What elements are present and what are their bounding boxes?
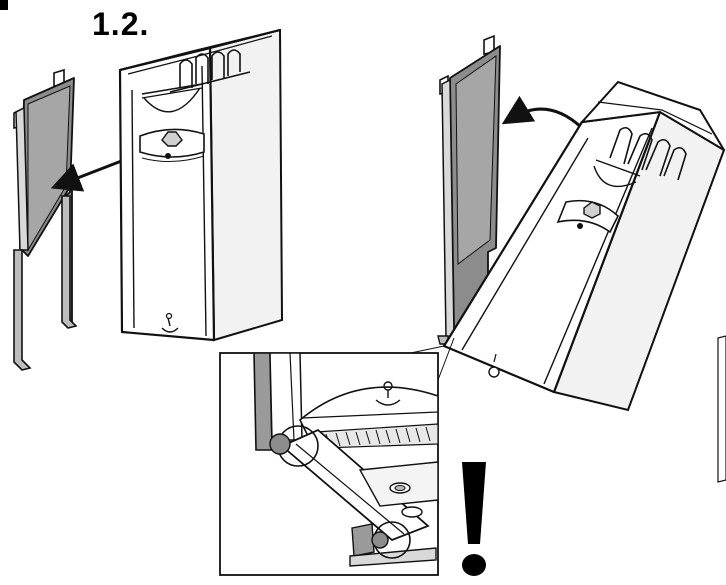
step-label: 1.2. [92, 6, 150, 42]
exclamation-mark-icon [462, 462, 486, 576]
stove-unit-tilted [442, 80, 726, 412]
callout-line [437, 337, 455, 381]
arrow-remove-icon [501, 95, 584, 130]
detail-inset [219, 352, 439, 576]
edge-fragment [717, 335, 726, 483]
stove-unit-upright [118, 28, 284, 342]
corner-mark [0, 0, 8, 10]
arrow-left-icon [50, 158, 125, 192]
left-back-panel [13, 68, 78, 371]
